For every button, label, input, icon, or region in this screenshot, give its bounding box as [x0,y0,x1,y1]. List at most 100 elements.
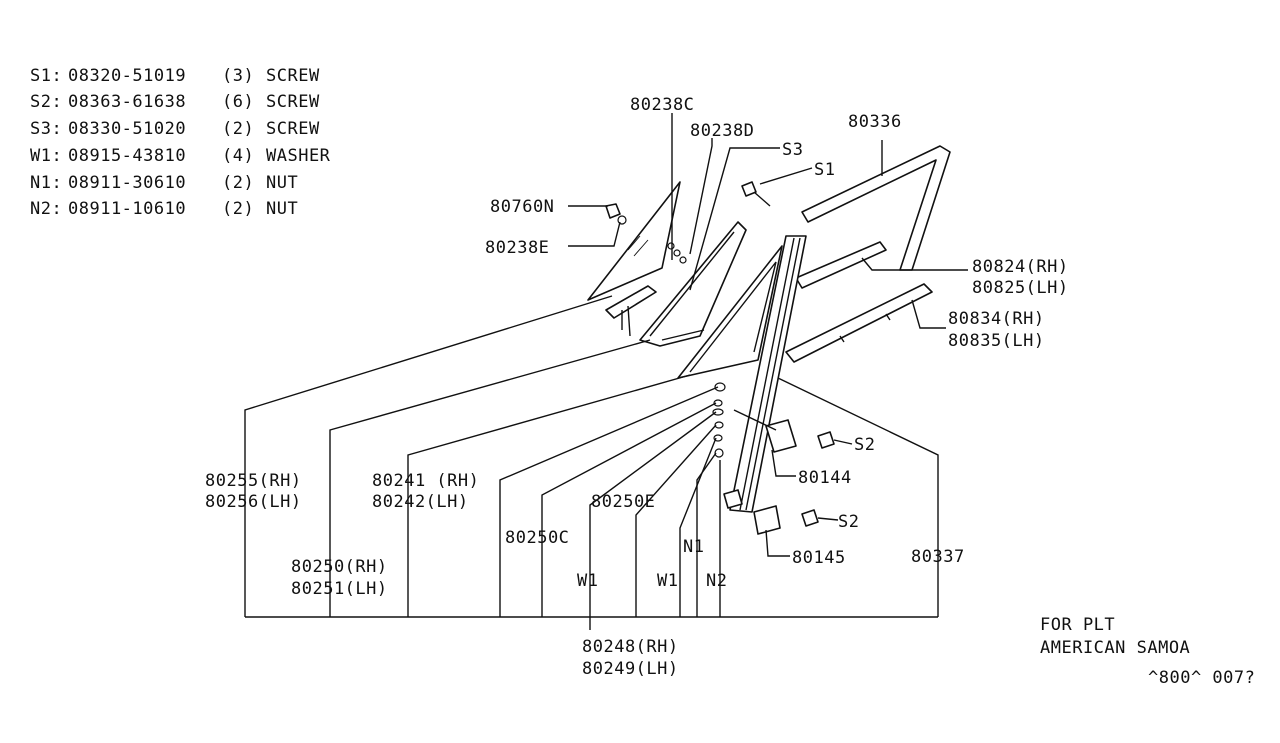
legend-part-name: NUT [266,199,298,219]
legend-row: S2: 08363-61638 (6) SCREW [30,92,320,112]
legend-row: S3: 08330-51020 (2) SCREW [30,119,320,139]
callout-80251: 80251(LH) [291,579,388,599]
washer-icon [673,249,681,257]
note-line-1: FOR PLT [1040,615,1115,635]
callout-80249: 80249(LH) [582,659,679,679]
legend-part-name: NUT [266,173,298,193]
callout-80248: 80248(RH) [582,637,679,657]
callout-80336: 80336 [848,112,902,132]
callout-80238C: 80238C [630,95,694,115]
moulding-80834 [785,283,933,363]
bracket-80145 [753,505,781,535]
note-line-2: AMERICAN SAMOA [1040,638,1190,658]
leader-80824 [861,257,968,271]
screw-s1-shank [753,191,771,207]
legend: S1: 08320-51019 (3) SCREW S2: 08363-6163… [30,66,331,219]
legend-part-name: WASHER [266,146,331,166]
legend-quantity: (4) [222,146,254,166]
vent-glass [587,181,681,301]
leader-80238D [689,138,713,255]
screw-s2-icon [817,431,835,449]
callout-80145: 80145 [792,548,846,568]
leader-s2-a [833,439,853,445]
vent-hinge-bracket [605,285,657,319]
leader-80250C-a [499,386,719,617]
market-note: FOR PLT AMERICAN SAMOA ^800^ 007? [1040,615,1255,688]
nut-icon [714,448,724,458]
leader-80241 [407,374,691,617]
parts-artwork [587,145,951,535]
legend-quantity: (3) [222,66,254,86]
legend-quantity: (2) [222,173,254,193]
leader-80250C-b [541,402,717,617]
legend-quantity: (6) [222,92,254,112]
legend-row: S1: 08320-51019 (3) SCREW [30,66,320,86]
callout-n2: N2 [706,571,727,591]
callout-80824: 80824(RH) [972,257,1069,277]
screw-s2-icon [801,509,819,527]
callout-80255: 80255(RH) [205,471,302,491]
leader-80145 [765,529,790,557]
callout-80835: 80835(LH) [948,331,1045,351]
callout-80144: 80144 [798,468,852,488]
callout-w1-right: W1 [657,571,678,591]
legend-code: W1: [30,146,62,166]
nut-icon [714,421,724,429]
leader-80337 [777,377,939,617]
screw-s1-icon [741,181,757,197]
legend-quantity: (2) [222,119,254,139]
leader-80255 [244,295,613,617]
callout-80250E: 80250E [591,492,655,512]
leader-80834 [911,299,946,329]
sash-inner-line [689,261,777,373]
leader-lines [244,113,968,630]
callout-80834: 80834(RH) [948,309,1045,329]
callout-80241: 80241 (RH) [372,471,479,491]
callout-80242: 80242(LH) [372,492,469,512]
legend-row: N1: 08911-30610 (2) NUT [30,173,298,193]
legend-part-number: 08320-51019 [68,66,186,86]
bracket-80144 [765,419,797,453]
legend-part-name: SCREW [266,119,320,139]
callout-s2-lower: S2 [838,512,859,532]
leader-s3 [689,147,780,291]
leader-80238E [568,221,621,247]
callout-80825: 80825(LH) [972,278,1069,298]
callout-80250C: 80250C [505,528,569,548]
legend-row: N2: 08911-10610 (2) NUT [30,199,298,219]
legend-quantity: (2) [222,199,254,219]
leader-80144 [771,449,796,477]
leader-w1-b [679,437,717,617]
washer-icon [667,242,675,250]
legend-code: S2: [30,92,62,112]
callout-labels: 80238C 80238D 80336 S3 S1 80760N 80238E … [205,95,1069,679]
legend-code: N1: [30,173,62,193]
legend-part-name: SCREW [266,66,320,86]
diagram-reference-code: ^800^ 007? [1148,668,1255,688]
division-bar-groove [739,237,801,511]
leader-s1 [759,167,813,185]
leader-80250E [635,424,717,617]
callout-s2-upper: S2 [854,435,875,455]
lower-clip [723,489,743,509]
washer-icon [714,382,726,392]
callout-w1-left: W1 [577,571,598,591]
leader-w1-a [589,411,717,617]
washer-icon [713,399,723,407]
legend-part-number: 08915-43810 [68,146,186,166]
legend-part-number: 08330-51020 [68,119,186,139]
legend-part-number: 08363-61638 [68,92,186,112]
legend-part-number: 08911-10610 [68,199,186,219]
washer-icon [679,256,687,264]
legend-part-name: SCREW [266,92,320,112]
leader-n1 [696,452,717,617]
callout-n1: N1 [683,537,704,557]
callout-s1: S1 [814,160,835,180]
callout-80250: 80250(RH) [291,557,388,577]
legend-part-number: 08911-30610 [68,173,186,193]
callout-80337: 80337 [911,547,965,567]
leader-80250 [329,339,651,617]
bracket-pin [621,305,631,337]
clip-80760N [605,203,621,219]
